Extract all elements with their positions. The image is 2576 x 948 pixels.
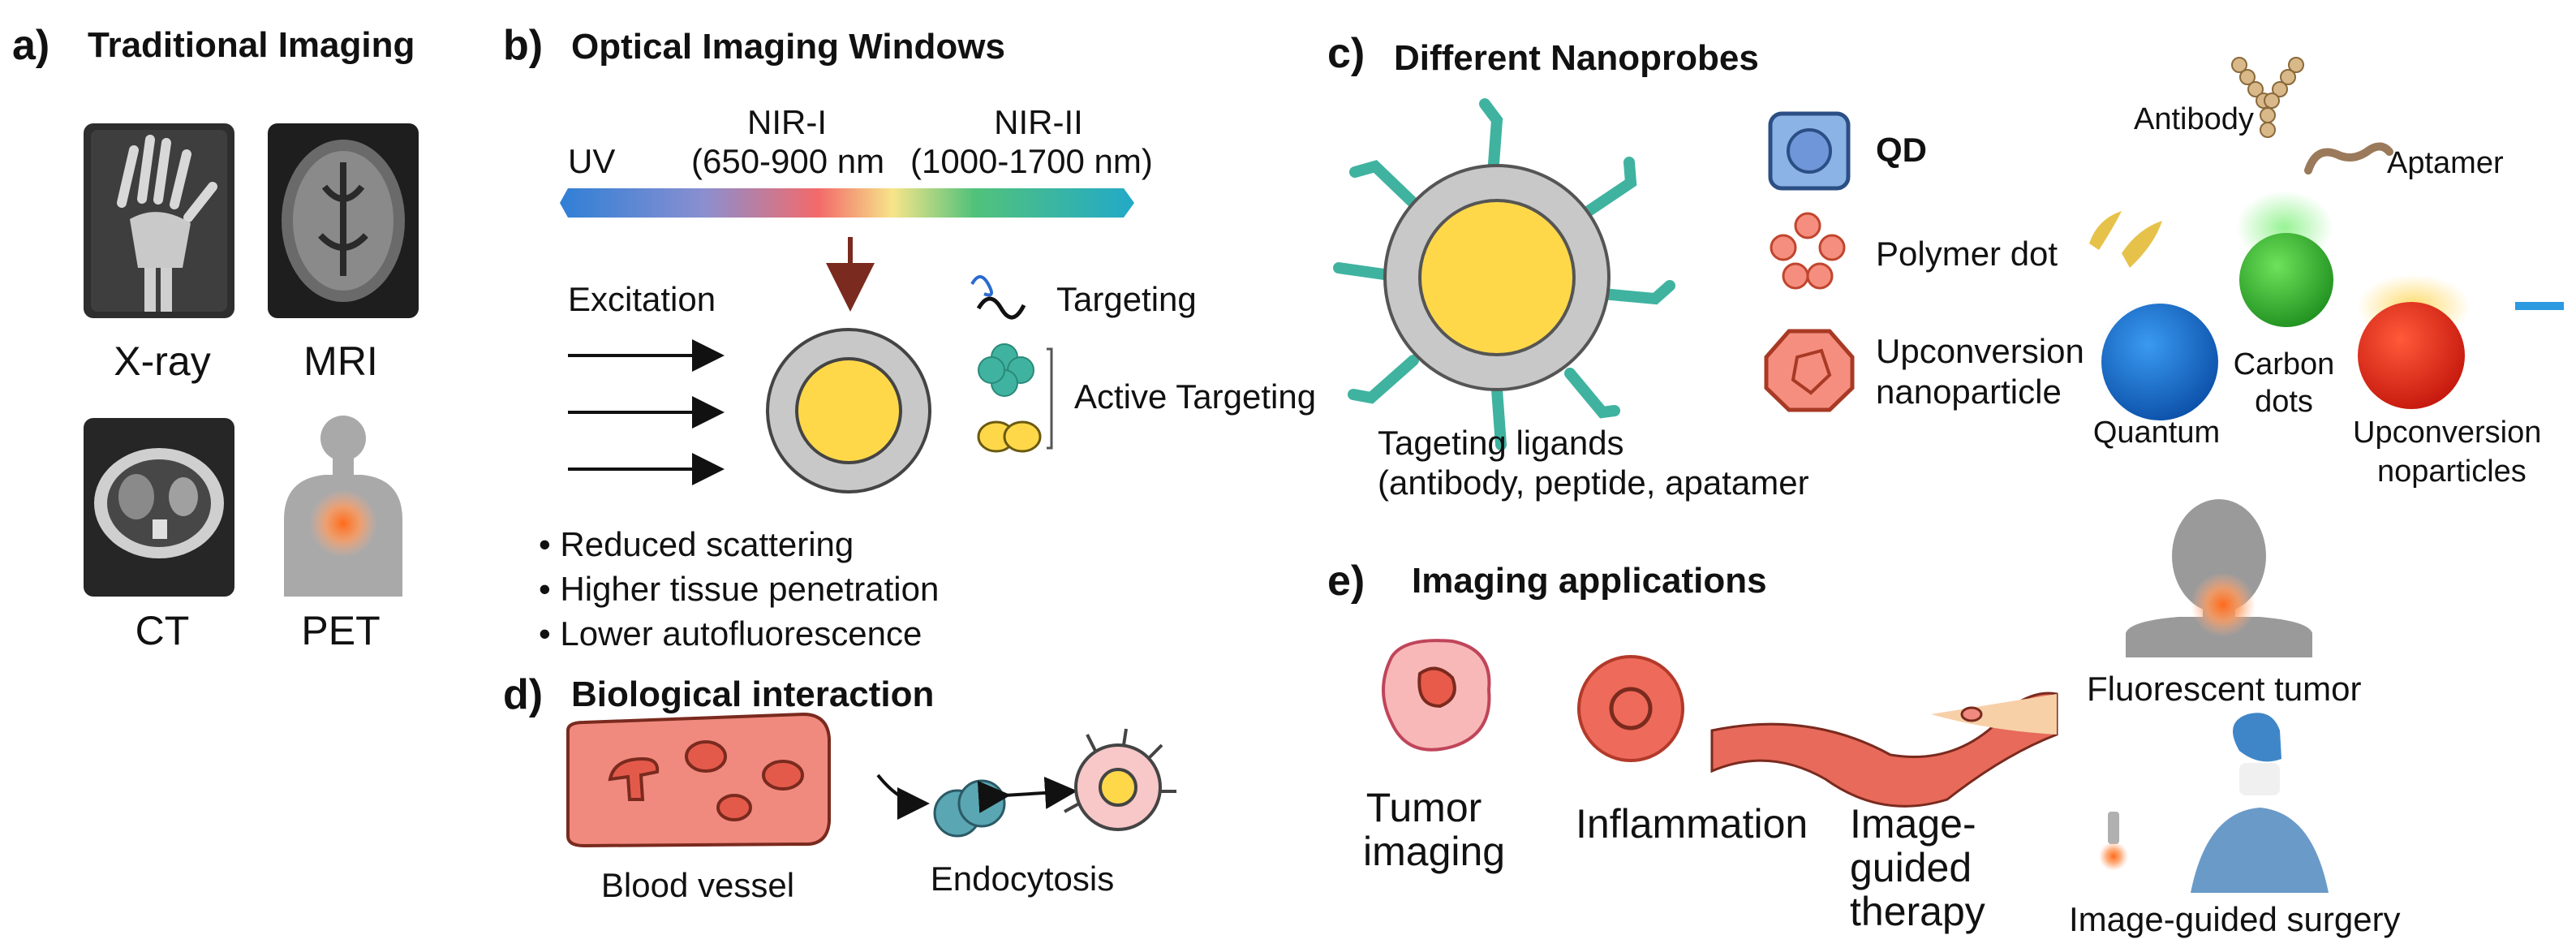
therapy-line1: Image-	[1850, 801, 1976, 847]
nanoprobe-b	[766, 328, 931, 493]
spectrum-nir2-label: NIR-II	[994, 103, 1083, 141]
upconversion-icon	[1764, 329, 1855, 412]
endocytosis-label: Endocytosis	[930, 860, 1115, 898]
spectrum-nir1-range: (650-900 nm	[691, 142, 885, 180]
panel-a-letter: a)	[12, 22, 50, 69]
benefit-bullet-3: • Lower autofluorescence	[539, 614, 922, 653]
carbon-label-line2: dots	[2255, 385, 2313, 419]
tumor-imaging-line1: Tumor	[1365, 785, 1482, 830]
fluorescent-tumor-illustration	[2126, 499, 2312, 657]
mri-image	[268, 123, 419, 318]
panel-c-letter: c)	[1327, 30, 1365, 77]
panel-d-title: Biological interaction	[571, 674, 935, 714]
benefit-text-1: Reduced scattering	[560, 525, 854, 563]
benefit-bullet-1: • Reduced scattering	[539, 525, 854, 563]
spectrum-uv-label: UV	[568, 142, 616, 180]
endocytosis-illustration	[933, 728, 1176, 838]
panel-d-letter: d)	[503, 671, 544, 718]
polymer-dot-label: Polymer dot	[1876, 235, 2058, 273]
ct-image	[84, 418, 234, 597]
panel-b-title: Optical Imaging Windows	[571, 27, 1005, 67]
spectrum-nir2-range: (1000-1700 nm)	[910, 142, 1153, 180]
upconversion-np-line1: Upconversion	[2353, 416, 2542, 450]
tumor-imaging-line2: imaging	[1363, 829, 1506, 874]
xray-image	[84, 123, 234, 318]
tumor-illustration	[1382, 639, 1491, 752]
inflammation-label: Inflammation	[1576, 801, 1808, 847]
benefit-bullet-2: • Higher tissue penetration	[539, 570, 940, 608]
excitation-label: Excitation	[568, 280, 716, 318]
panel-b-letter: b)	[503, 22, 544, 69]
antibody-icon	[2231, 57, 2304, 138]
excitation-arrows	[568, 339, 725, 485]
functionalized-nanoprobe	[1333, 98, 1675, 450]
blood-vessel-illustration	[566, 712, 831, 848]
panel-c-title: Different Nanoprobes	[1394, 38, 1759, 78]
quantum-label: Quantum	[2092, 416, 2221, 450]
upconversion-label-line1: Upconversion	[1876, 332, 2084, 370]
spectrum-nir1-label: NIR-I	[747, 103, 827, 141]
surgery-illustration	[2099, 713, 2329, 893]
panel-e-title: Imaging applications	[1412, 561, 1767, 601]
xray-label: X-ray	[114, 338, 211, 384]
upconversion-np-line2: noparticles	[2377, 455, 2527, 489]
panel-a-title: Traditional Imaging	[88, 25, 415, 65]
benefit-text-2: Higher tissue penetration	[560, 570, 940, 608]
pet-label: PET	[301, 608, 381, 653]
active-targeting-label: Active Targeting	[1074, 377, 1317, 416]
therapy-line2: guided	[1850, 845, 1972, 890]
qd-label: QD	[1876, 131, 1927, 169]
ct-label: CT	[135, 608, 190, 653]
qd-icon	[1768, 111, 1851, 191]
targeting-ligand-icons	[970, 275, 1053, 453]
benefit-text-3: Lower autofluorescence	[560, 614, 922, 653]
carbon-label-line1: Carbon	[2233, 347, 2335, 381]
fluorescent-tumor-label: Fluorescent tumor	[2087, 670, 2362, 708]
spectrum-bar	[560, 188, 1134, 218]
nanoparticle-glow-row	[2089, 191, 2564, 420]
aptamer-icon	[2304, 142, 2393, 175]
polymer-dot-icon	[1770, 212, 1846, 290]
pet-image	[284, 416, 402, 597]
ligands-caption-line1: Tageting ligands	[1378, 424, 1624, 462]
surgery-label: Image-guided surgery	[2069, 900, 2401, 938]
aptamer-label: Aptamer	[2387, 146, 2504, 180]
inflammation-illustration	[1577, 655, 1684, 762]
ligands-caption-line2: (antibody, peptide, apatamer	[1378, 463, 1809, 502]
blood-vessel-label: Blood vessel	[600, 866, 795, 904]
panel-e-letter: e)	[1327, 558, 1365, 605]
therapy-vessel-illustration	[1710, 692, 2058, 808]
curved-arrow	[876, 773, 930, 820]
therapy-line3: therapy	[1850, 889, 1985, 934]
targeting-label: Targeting	[1056, 280, 1197, 318]
mri-label: MRI	[303, 338, 378, 384]
upconversion-label-line2: nanoparticle	[1876, 373, 2062, 411]
antibody-label: Antibody	[2134, 102, 2254, 136]
